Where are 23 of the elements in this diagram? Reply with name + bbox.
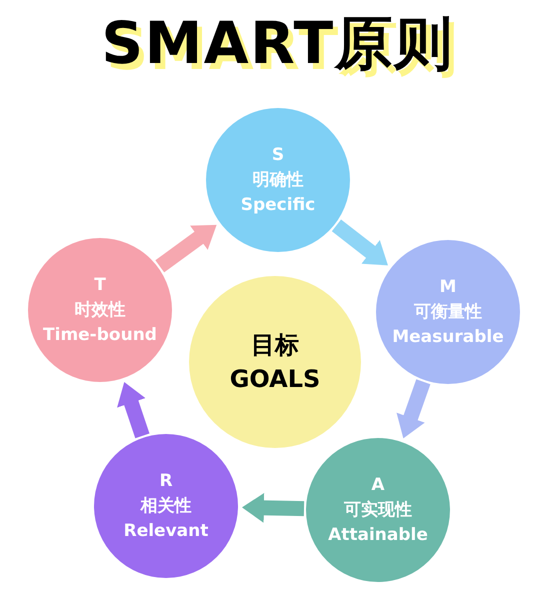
goal-text: GOALS (230, 364, 320, 395)
step-name-zh: 时效性 (74, 298, 126, 322)
step-letter: A (371, 474, 385, 496)
step-name-zh: 可实现性 (344, 498, 412, 522)
step-name-en: Time-bound (43, 324, 157, 346)
step-letter: T (94, 274, 106, 296)
goal-text: 目标 (251, 330, 299, 361)
arrow (396, 379, 430, 438)
step-name-en: Measurable (392, 326, 504, 348)
arrow (332, 219, 388, 266)
title: SMART原则 (101, 14, 454, 72)
arrow (117, 382, 150, 438)
arrow (242, 492, 304, 523)
step-name-zh: 可衡量性 (414, 300, 482, 324)
step-name-zh: 明确性 (252, 168, 304, 192)
step-letter: M (440, 276, 456, 298)
step-name-zh: 相关性 (140, 494, 192, 518)
step-letter: S (272, 144, 284, 166)
step-name-en: Specific (240, 194, 316, 216)
arrow (155, 224, 217, 272)
step-name-en: Relevant (124, 520, 208, 542)
step-letter: R (159, 470, 173, 492)
step-name-en: Attainable (328, 524, 428, 546)
